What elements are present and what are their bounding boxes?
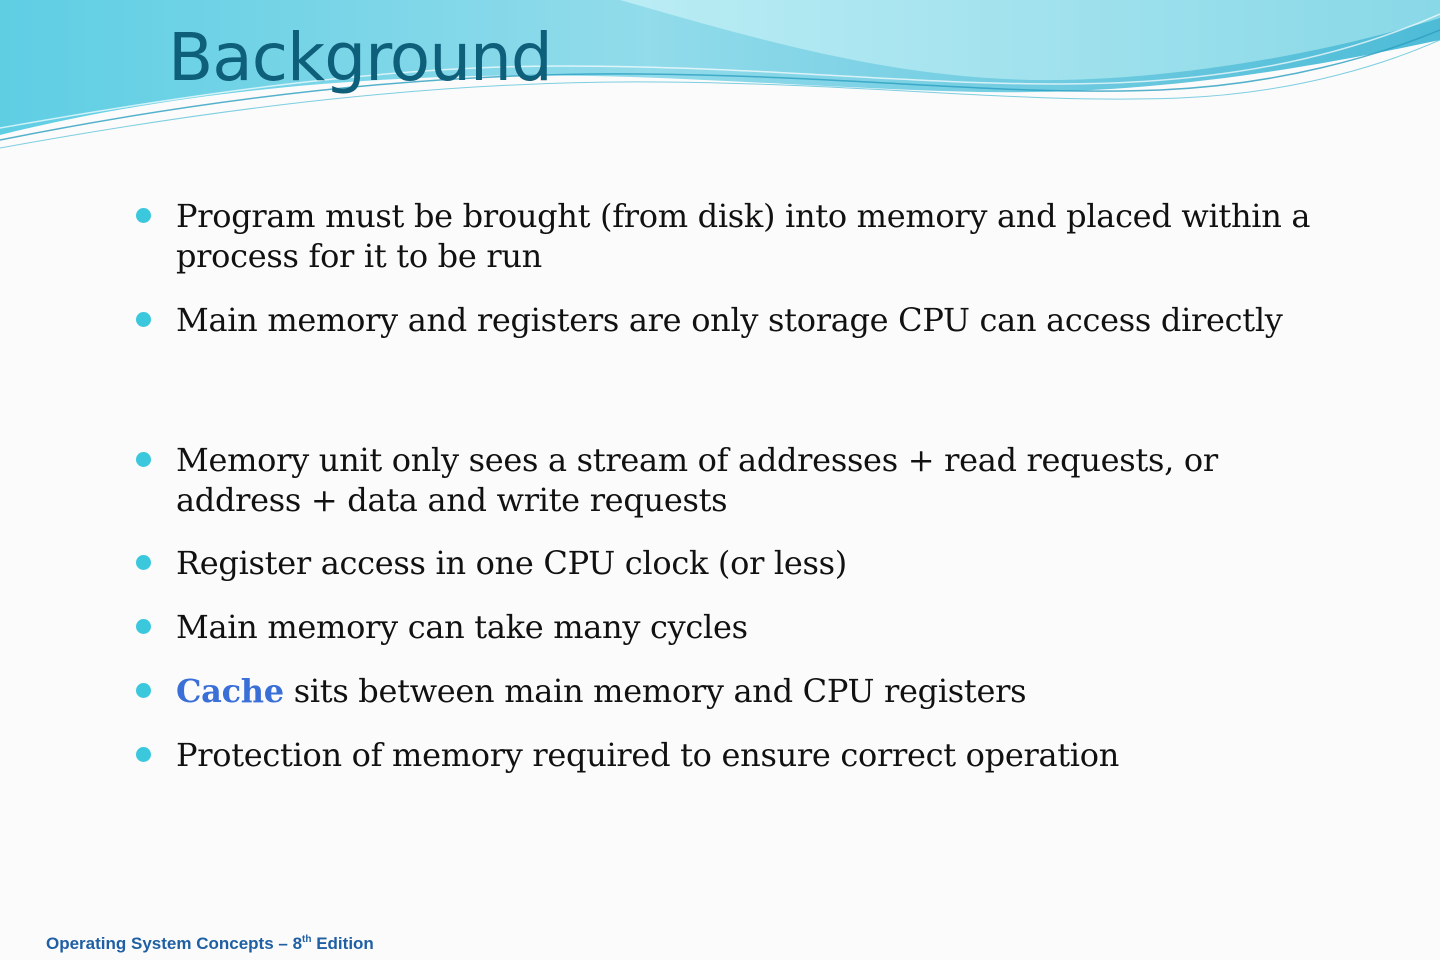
bullet-item: Register access in one CPU clock (or les… [136, 543, 1316, 583]
bullet-text: Program must be brought (from disk) into… [176, 197, 1311, 275]
footer-text: Operating System Concepts – 8 [46, 934, 303, 953]
bullet-item: Protection of memory required to ensure … [136, 735, 1316, 775]
bullet-text: Memory unit only sees a stream of addres… [176, 441, 1218, 519]
footer-suffix: Edition [311, 934, 374, 953]
bullet-text: Main memory can take many cycles [176, 608, 748, 646]
bullet-item: Memory unit only sees a stream of addres… [136, 440, 1316, 520]
bullet-dot-icon [136, 555, 151, 570]
bullet-text: Main memory and registers are only stora… [176, 301, 1283, 339]
footer-superscript: th [302, 934, 312, 945]
bullet-text-rest: sits between main memory and CPU registe… [283, 672, 1027, 710]
bullet-item: Main memory can take many cycles [136, 607, 1316, 647]
cache-highlight: Cache [176, 672, 284, 710]
slide-title: Background [168, 19, 553, 96]
bullet-dot-icon [136, 312, 151, 327]
bullet-dot-icon [136, 683, 151, 698]
bullet-dot-icon [136, 747, 151, 762]
bullet-dot-icon [136, 208, 151, 223]
header-wave-decoration [0, 0, 1440, 149]
bullet-dot-icon [136, 452, 151, 467]
bullet-item: Cache sits between main memory and CPU r… [136, 671, 1316, 711]
bullet-text: Protection of memory required to ensure … [176, 736, 1120, 774]
footer-caption: Operating System Concepts – 8th Edition [46, 934, 374, 954]
bullet-item: Main memory and registers are only stora… [136, 300, 1316, 340]
bullet-text: Register access in one CPU clock (or les… [176, 544, 847, 582]
bullet-item: Program must be brought (from disk) into… [136, 196, 1316, 276]
bullet-text: Cache sits between main memory and CPU r… [176, 671, 1316, 711]
bullet-dot-icon [136, 619, 151, 634]
